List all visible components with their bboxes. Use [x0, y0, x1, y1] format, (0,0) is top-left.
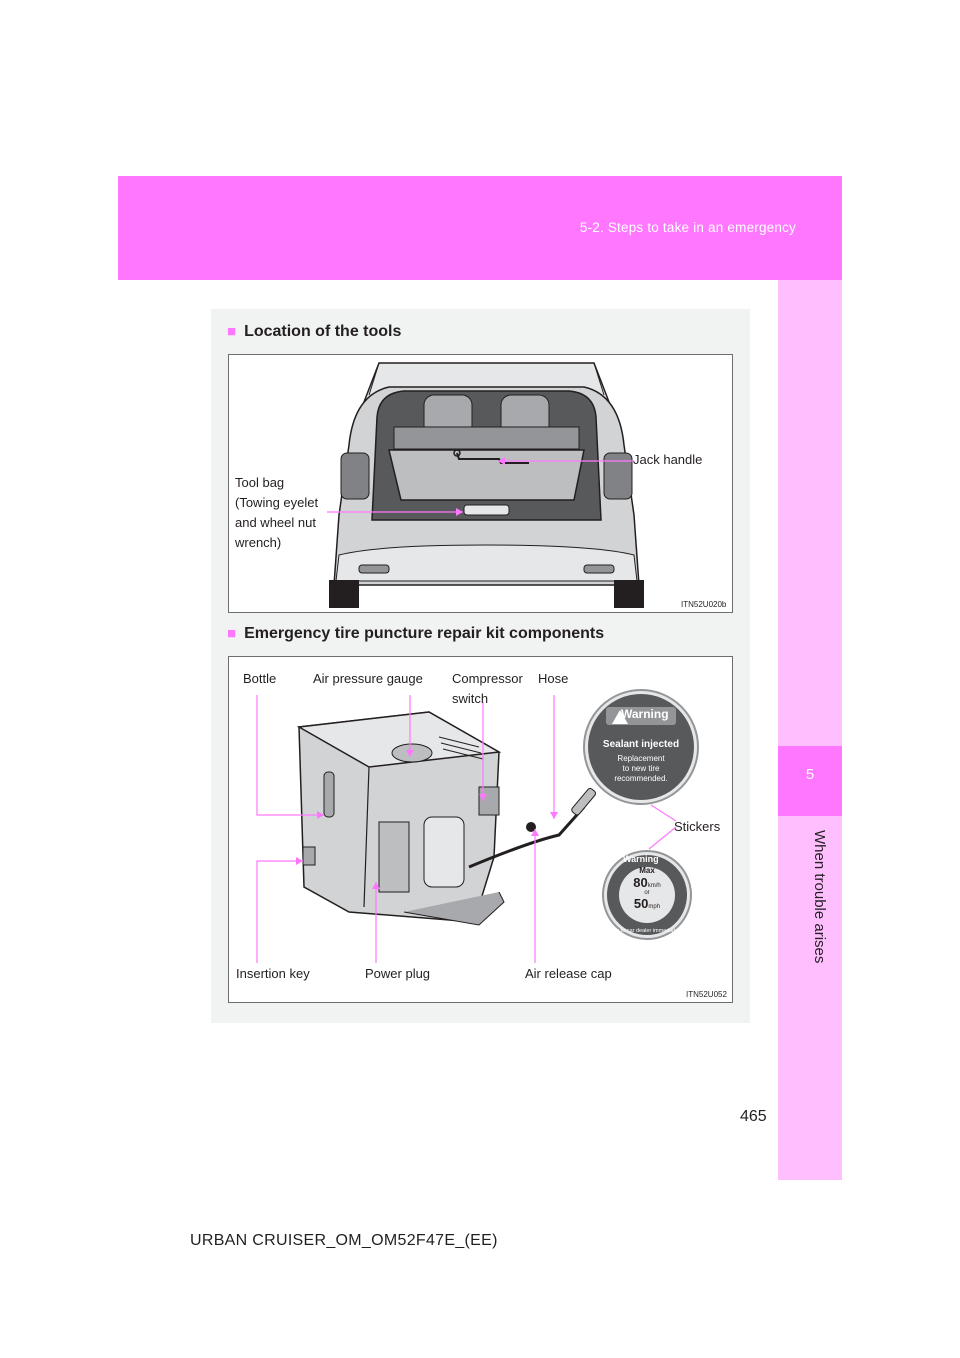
sticker1-message: Replacement to new tire recommended. — [595, 754, 687, 784]
sticker2-kmh: 80km/h — [633, 874, 661, 890]
figure-id: ITN52U052 — [686, 990, 727, 999]
label-line: wrench) — [235, 535, 282, 551]
sticker2-mph: 50mph — [633, 895, 661, 911]
sticker1-warning: Warning — [621, 707, 669, 721]
label-line: Tool bag — [235, 475, 285, 490]
label-line: switch — [452, 691, 489, 707]
chapter-tab — [778, 280, 842, 1180]
sticker2-arc-text: Go to car dealer immediately — [611, 928, 683, 934]
sticker2-max: Max — [639, 866, 655, 875]
label-line: and wheel nut — [235, 515, 316, 531]
square-bullet-icon: ■ — [227, 323, 237, 340]
document-footer: URBAN CRUISER_OM_OM52F47E_(EE) — [190, 1232, 498, 1249]
sticker-line: recommended. — [614, 774, 668, 783]
section-header: 5-2. Steps to take in an emergency — [579, 220, 796, 235]
label-compressor-switch: Compressor switch — [452, 669, 523, 709]
label-bottle: Bottle — [243, 671, 277, 686]
figure-id: ITN52U020b — [681, 600, 727, 609]
chapter-number: 5 — [805, 766, 815, 783]
sticker-line: to new tire — [622, 764, 660, 773]
label-line: Compressor — [452, 671, 523, 686]
repair-kit-illustration — [256, 689, 699, 963]
label-tool-bag: Tool bag (Towing eyelet and wheel nut wr… — [235, 473, 318, 554]
header-band: 5-2. Steps to take in an emergency — [118, 176, 842, 280]
content-panel: ■Location of the tools — [211, 309, 750, 1023]
chapter-tab-marker — [778, 746, 842, 816]
sticker2-speed: Max 80km/h or 50mph — [605, 866, 689, 911]
sticker2-warning: Warning — [623, 854, 659, 864]
sticker-line: Replacement — [617, 754, 665, 763]
label-air-pressure-gauge: Air pressure gauge — [313, 671, 423, 686]
figure-repair-kit: Warning Sealant injected Replacement to … — [228, 656, 733, 1003]
label-insertion-key: Insertion key — [236, 966, 310, 981]
page-number: 465 — [740, 1108, 767, 1125]
label-hose: Hose — [538, 671, 569, 686]
label-air-release-cap: Air release cap — [525, 966, 612, 981]
sticker1-headline: Sealant injected — [602, 739, 680, 750]
label-power-plug: Power plug — [365, 966, 431, 981]
sticker2-or: or — [644, 890, 650, 897]
square-bullet-icon: ■ — [227, 625, 237, 642]
label-stickers: Stickers — [674, 819, 721, 834]
label-jack-handle: Jack handle — [633, 452, 703, 467]
section-title-tools: ■Location of the tools — [227, 323, 402, 340]
section-title-repair-kit: ■Emergency tire puncture repair kit comp… — [227, 625, 605, 642]
chapter-title: When trouble arises — [811, 830, 828, 964]
label-line: (Towing eyelet — [235, 495, 319, 511]
figure-tool-location: Jack handle Tool bag (Towing eyelet and … — [228, 354, 733, 613]
car-rear-illustration — [327, 362, 644, 608]
